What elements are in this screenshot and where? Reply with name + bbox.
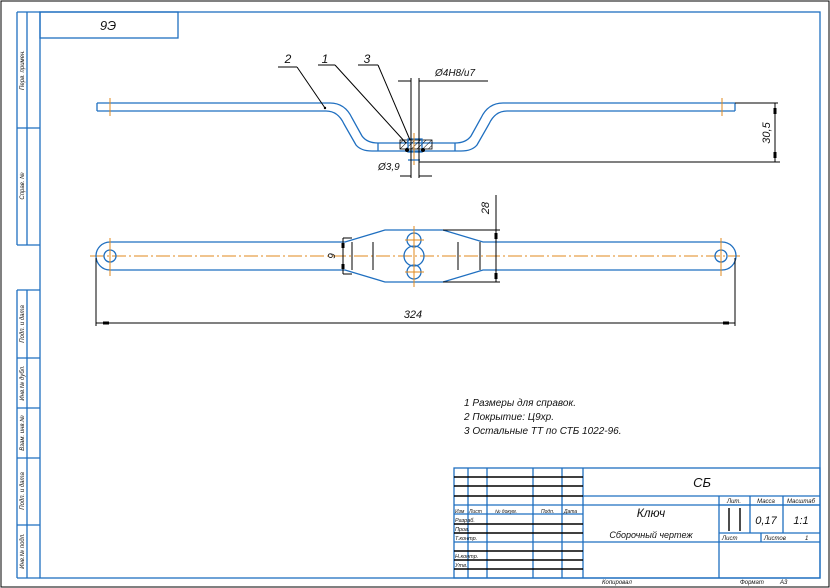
inner-frame — [39, 11, 821, 579]
sheet-label: Лист — [721, 536, 737, 542]
top-stamp-box — [39, 11, 179, 39]
note-2: 2 Покрытие: Ц9хр. — [463, 412, 554, 423]
role-tech-control: Т.контр. — [455, 536, 477, 542]
scale-value: 1:1 — [793, 515, 808, 527]
stamp-sign-date-2: Подп. и дата — [20, 472, 26, 510]
top-stamp-text: 9Э — [100, 18, 116, 33]
role-approver: Утв. — [454, 563, 468, 569]
dim-hub-width-text: 28 — [480, 201, 492, 215]
mass-label: Масса — [757, 499, 775, 505]
col-header-sheet: Лист — [468, 509, 482, 515]
dim-height: 30,5 — [735, 102, 778, 162]
dim-length: 324 — [95, 258, 736, 326]
col-header-date: Дата — [563, 509, 577, 515]
role-norm-control: Н.контр. — [455, 554, 478, 560]
lit-label: Лит. — [726, 499, 741, 505]
col-header-doc-no: № докум. — [495, 509, 517, 515]
mass-value: 0,17 — [755, 515, 777, 527]
dim-length-text: 324 — [404, 309, 422, 321]
note-1: 1 Размеры для справок. — [464, 398, 576, 409]
sheets-value: 1 — [805, 536, 808, 542]
top-view — [90, 226, 740, 287]
dim-hub-width: 28 — [443, 195, 500, 283]
format-value: А3 — [779, 580, 788, 586]
stamp-sign-date-1: Подп. и дата — [20, 305, 26, 343]
note-3: 3 Остальные ТТ по СТБ 1022-96. — [464, 426, 622, 437]
stamp-orig-inv: Инв.№ подл. — [19, 533, 26, 569]
title-block — [453, 467, 821, 579]
callout-2: 2 — [284, 52, 292, 66]
dim-height-text: 30,5 — [761, 121, 773, 143]
scale-label: Масштаб — [787, 499, 816, 505]
stamp-dup-inv: Инв.№ дубл. — [19, 365, 26, 400]
callout-1: 1 — [322, 52, 329, 66]
col-header-sign: Подп. — [541, 509, 554, 515]
copied-label: Копировал — [602, 580, 632, 586]
callouts: 2 1 3 — [278, 52, 411, 144]
format-label: Формат — [740, 580, 764, 586]
designation: СБ — [693, 475, 711, 490]
dim-pin-dia-text: Ø3,9 — [377, 162, 400, 173]
technical-notes: 1 Размеры для справок. 2 Покрытие: Ц9хр.… — [463, 398, 622, 437]
dim-fit: Ø4H8/u7 Ø3,9 — [377, 68, 780, 178]
stamp-first-use: Перв. примен. — [20, 50, 26, 90]
doc-type: Сборочный чертеж — [609, 530, 693, 540]
stamp-replaced-inv: Взам. инв.№ — [19, 415, 26, 451]
part-name: Ключ — [637, 506, 666, 520]
sheets-label: Листов — [763, 536, 786, 542]
dim-bar-width-text: 9 — [327, 253, 338, 259]
col-header-change: Изм — [455, 509, 465, 515]
role-developer: Разраб. — [455, 518, 475, 524]
role-checker: Пров. — [455, 527, 470, 533]
front-view — [96, 98, 736, 165]
callout-3: 3 — [364, 52, 371, 66]
stamp-ref-no: Справ. № — [19, 172, 26, 200]
dim-bar-width: 9 — [327, 237, 352, 275]
dim-fit-text: Ø4H8/u7 — [434, 68, 475, 79]
side-stamps: Перв. примен. Справ. № Подп. и дата Инв.… — [16, 11, 40, 579]
